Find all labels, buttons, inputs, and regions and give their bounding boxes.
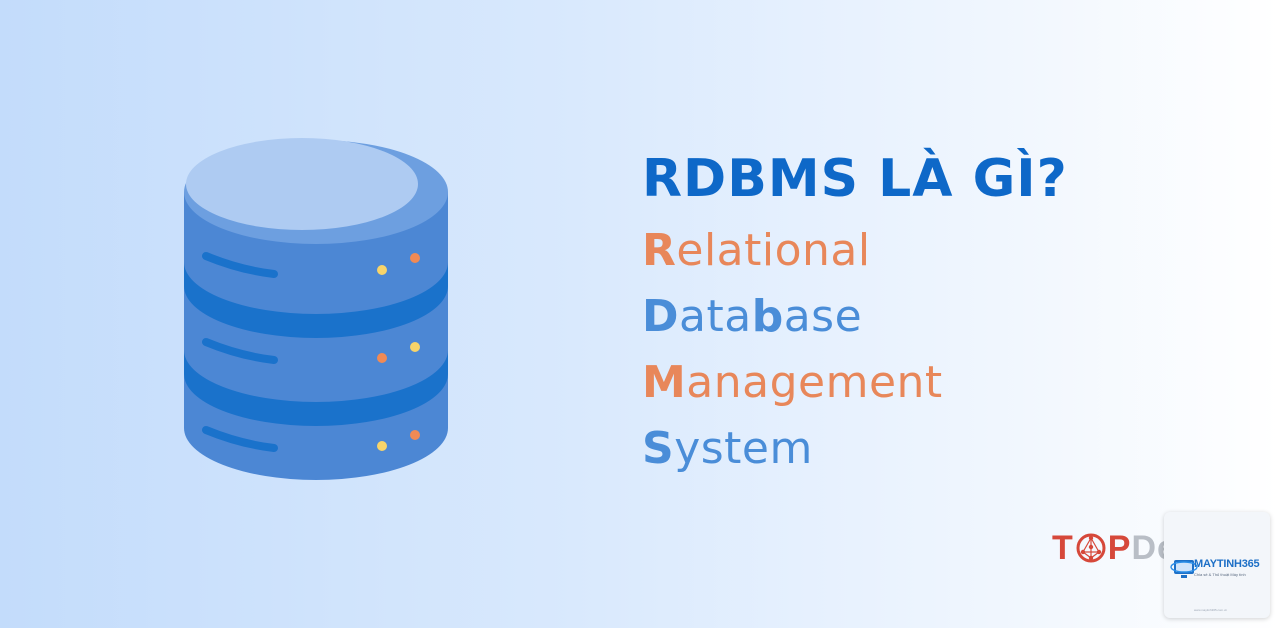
badge-footer: www.maytinh365.com.vn (1194, 608, 1228, 612)
badge-brand: MAYTINH365 (1194, 558, 1260, 570)
acronym-rest: ase (783, 291, 863, 342)
acronym-rest: anagement (686, 357, 943, 408)
maytinh365-badge: MAYTINH365 Chia sẻ & Thủ thuật Máy tính … (1164, 512, 1270, 618)
acronym-initial: M (642, 357, 687, 408)
acronym-initial: S (642, 423, 675, 474)
acronym-rest: elational (676, 225, 871, 276)
acronym-initial: R (642, 225, 677, 276)
logo-letter-t: T (1052, 528, 1074, 567)
acronym-rest: ystem (674, 423, 813, 474)
database-cylinder-illustration (184, 138, 448, 480)
acronym-initial: D (642, 291, 680, 342)
acronym-line-database: Database (642, 284, 1068, 350)
badge-tagline: Chia sẻ & Thủ thuật Máy tính (1194, 572, 1246, 577)
acronym-line-relational: Relational (642, 218, 1068, 284)
computer-monitor-icon (1170, 560, 1198, 578)
logo-letter-p: P (1107, 528, 1132, 567)
globe-network-icon (1076, 533, 1106, 563)
page-title: RDBMS LÀ GÌ? (642, 149, 1068, 209)
text-block: RDBMS LÀ GÌ? Relational Database Managem… (642, 140, 1068, 482)
acronym-inner-bold: b (751, 291, 784, 342)
acronym-rest: ata (679, 291, 752, 342)
acronym-line-management: Management (642, 350, 1068, 416)
acronym-line-system: System (642, 416, 1068, 482)
